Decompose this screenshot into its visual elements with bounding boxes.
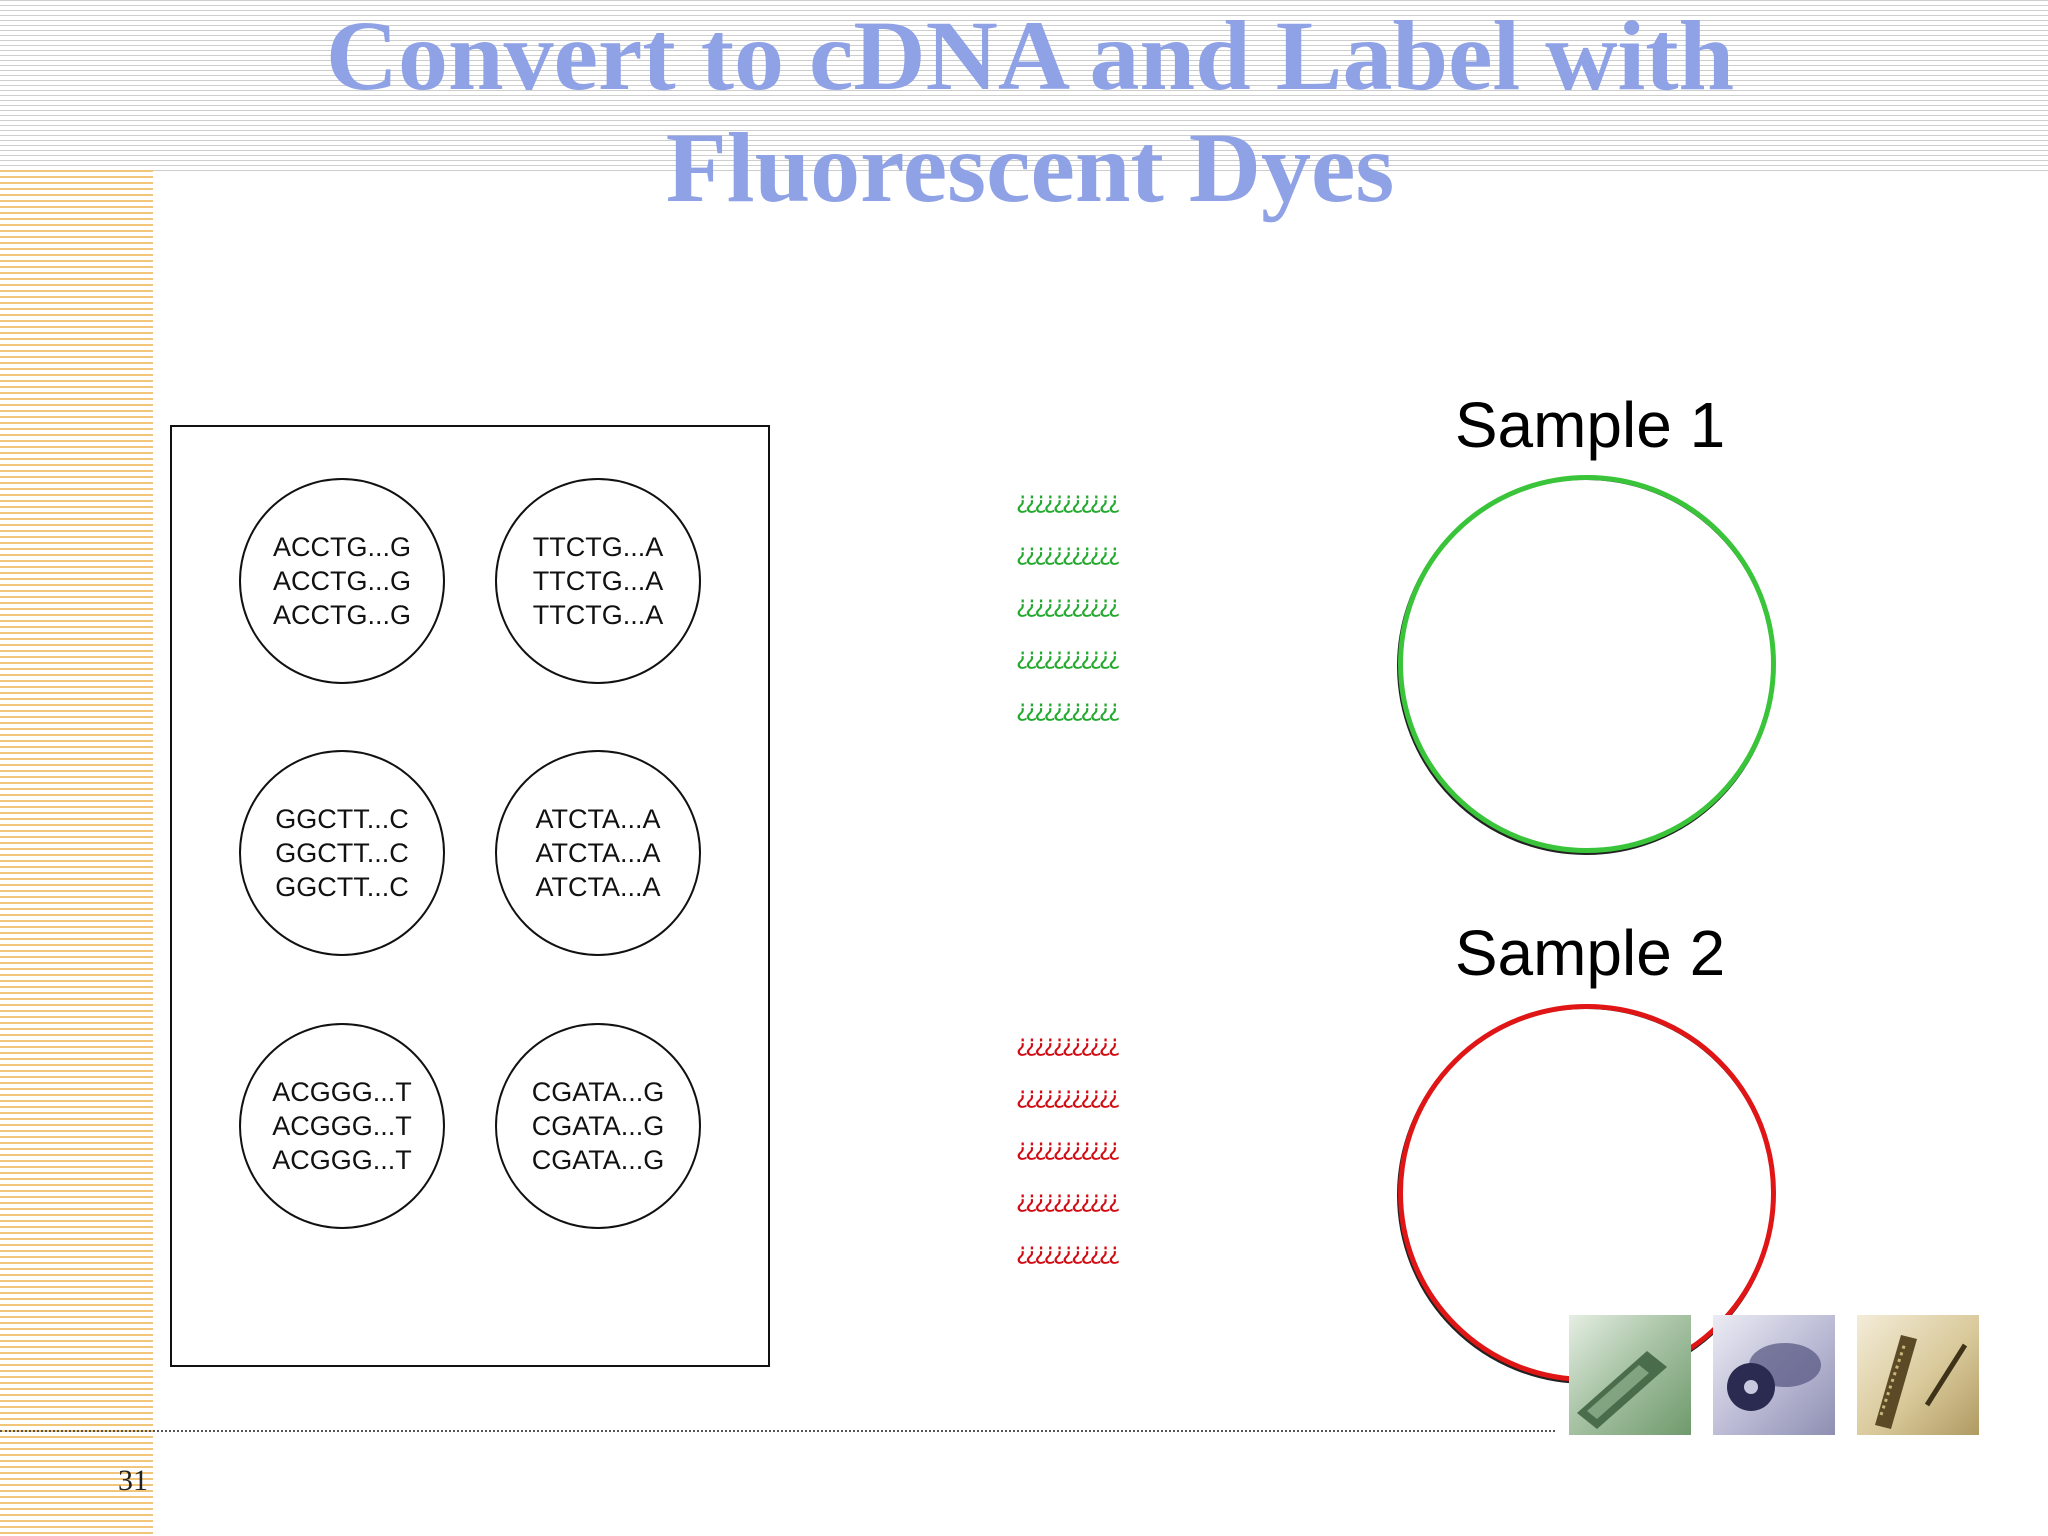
disc-photo-icon — [1713, 1315, 1835, 1435]
sample-1-label: Sample 1 — [1454, 389, 1726, 461]
dye-row: ¿¿¿¿¿¿¿¿¿¿¿ — [1016, 488, 1120, 514]
sequence-text: ACCTG...G — [272, 600, 411, 630]
slide-number: 31 — [118, 1464, 148, 1497]
sequence-text: ATCTA...A — [535, 838, 661, 868]
sequence-text: GGCTT...C — [275, 838, 409, 868]
microarray-chip-photo-icon — [1569, 1315, 1691, 1435]
dye-row: ¿¿¿¿¿¿¿¿¿¿¿ — [1016, 1187, 1120, 1213]
sequence-text: GGCTT...C — [275, 872, 409, 902]
sequence-text: CGATA...G — [531, 1111, 665, 1141]
bottom-divider — [0, 1430, 1555, 1432]
array-spot: ATCTA...A ATCTA...A ATCTA...A — [495, 750, 701, 956]
sequence-text: ATCTA...A — [535, 872, 661, 902]
left-stripes — [0, 170, 153, 1536]
sequence-text: CGATA...G — [531, 1077, 665, 1107]
header-stripes — [0, 0, 2048, 175]
array-spot: GGCTT...C GGCTT...C GGCTT...C — [239, 750, 445, 956]
green-dye-molecules: ¿¿¿¿¿¿¿¿¿¿¿ ¿¿¿¿¿¿¿¿¿¿¿ ¿¿¿¿¿¿¿¿¿¿¿ ¿¿¿¿… — [1016, 475, 1186, 735]
sequence-text: ACGGG...T — [272, 1077, 412, 1107]
sequence-text: ACCTG...G — [272, 566, 411, 596]
microarray-box: ACCTG...G ACCTG...G ACCTG...G TTCTG...A … — [170, 425, 770, 1367]
sequence-text: TTCTG...A — [532, 566, 664, 596]
sequence-text: ACGGG...T — [272, 1111, 412, 1141]
sequence-text: GGCTT...C — [275, 804, 409, 834]
array-spot: CGATA...G CGATA...G CGATA...G — [495, 1023, 701, 1229]
sample-1-circle — [1398, 475, 1776, 853]
sequence-text: ACGGG...T — [272, 1145, 412, 1175]
dye-row: ¿¿¿¿¿¿¿¿¿¿¿ — [1016, 1083, 1120, 1109]
sequence-text: ACCTG...G — [272, 532, 411, 562]
dye-row: ¿¿¿¿¿¿¿¿¿¿¿ — [1016, 1031, 1120, 1057]
dye-row: ¿¿¿¿¿¿¿¿¿¿¿ — [1016, 1239, 1120, 1265]
title-line-1: Convert to cDNA and Label with — [325, 0, 1735, 111]
red-dye-molecules: ¿¿¿¿¿¿¿¿¿¿¿ ¿¿¿¿¿¿¿¿¿¿¿ ¿¿¿¿¿¿¿¿¿¿¿ ¿¿¿¿… — [1016, 1018, 1186, 1278]
slide-title: Convert to cDNA and Label with Fluoresce… — [220, 0, 1840, 224]
dye-row: ¿¿¿¿¿¿¿¿¿¿¿ — [1016, 592, 1120, 618]
dye-row: ¿¿¿¿¿¿¿¿¿¿¿ — [1016, 540, 1120, 566]
sequence-text: TTCTG...A — [532, 532, 664, 562]
sample-2-label: Sample 2 — [1454, 917, 1726, 989]
title-line-2: Fluorescent Dyes — [665, 112, 1395, 223]
dye-row: ¿¿¿¿¿¿¿¿¿¿¿ — [1016, 644, 1120, 670]
sequence-text: ATCTA...A — [535, 804, 661, 834]
array-spot: TTCTG...A TTCTG...A TTCTG...A — [495, 478, 701, 684]
dye-row: ¿¿¿¿¿¿¿¿¿¿¿ — [1016, 696, 1120, 722]
sequence-text: CGATA...G — [531, 1145, 665, 1175]
sequence-text: TTCTG...A — [532, 600, 664, 630]
array-spot: ACCTG...G ACCTG...G ACCTG...G — [239, 478, 445, 684]
array-spot: ACGGG...T ACGGG...T ACGGG...T — [239, 1023, 445, 1229]
dye-row: ¿¿¿¿¿¿¿¿¿¿¿ — [1016, 1135, 1120, 1161]
microchip-tweezers-photo-icon — [1857, 1315, 1979, 1435]
